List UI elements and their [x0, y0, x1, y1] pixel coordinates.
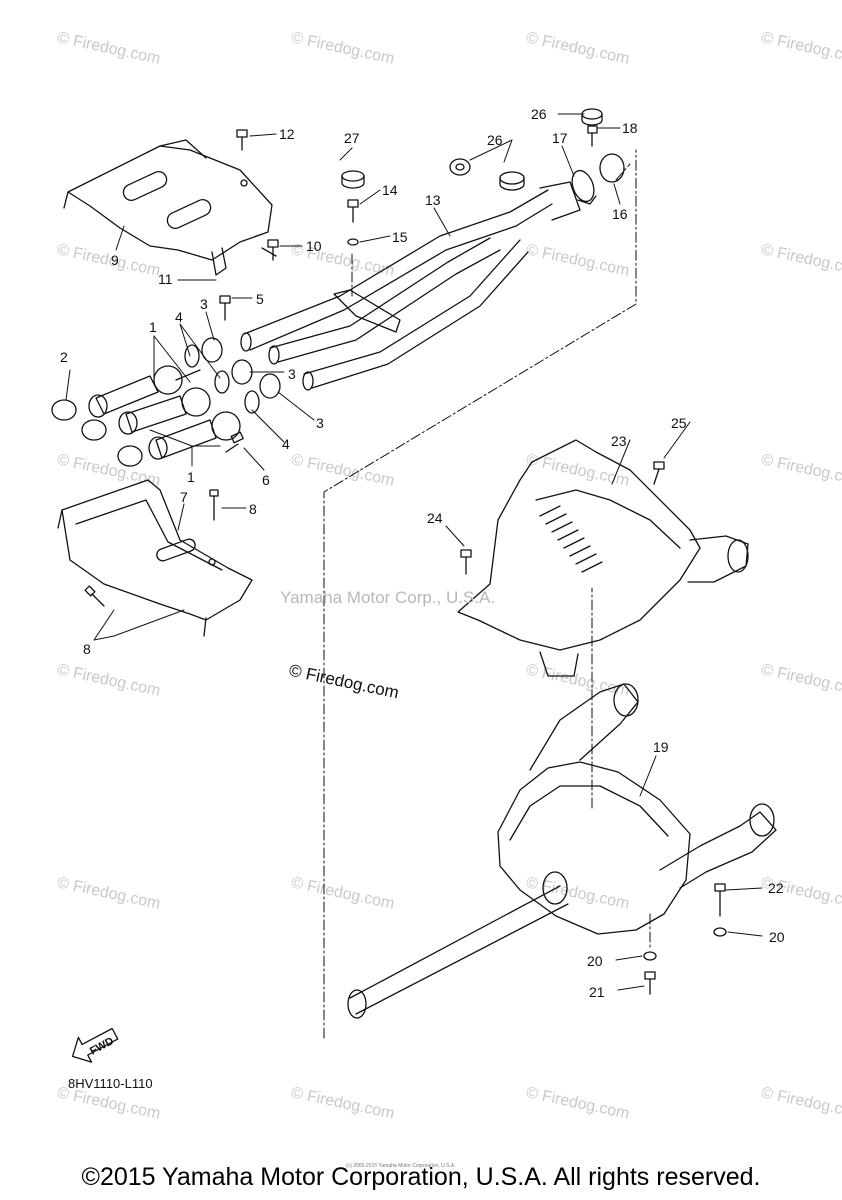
cap-26-top — [581, 108, 603, 126]
muffler-cover-23 — [457, 439, 749, 677]
heat-protector-7 — [57, 479, 253, 637]
bolt-6 — [225, 431, 244, 453]
callout-label: 22 — [768, 880, 784, 896]
cap-26 — [499, 171, 525, 191]
seals-4 — [184, 344, 260, 414]
washer-20b — [643, 951, 657, 961]
grommet-26 — [449, 158, 471, 176]
callout-label: 20 — [587, 953, 603, 969]
callout-label: 25 — [671, 415, 687, 431]
callout-label: 21 — [589, 984, 605, 1000]
callout-label: 13 — [425, 192, 441, 208]
bolt-24 — [460, 549, 472, 575]
callout-label: 15 — [392, 229, 408, 245]
callout-label: 23 — [611, 433, 627, 449]
callout-label: 1 — [149, 319, 157, 335]
bolt-12 — [236, 129, 248, 151]
callout-label: 26 — [531, 106, 547, 122]
clamps-3 — [201, 337, 281, 399]
callout-label: 3 — [288, 366, 296, 382]
exhaust-joint-1a — [88, 365, 201, 418]
muffler-19 — [347, 683, 777, 1019]
callout-label: 1 — [187, 469, 195, 485]
bolt-25 — [653, 461, 665, 485]
diagram-code: 8HV1110-L110 — [68, 1076, 153, 1091]
callout-label: 26 — [487, 132, 503, 148]
callout-label: 6 — [262, 472, 270, 488]
gasket-2 — [51, 399, 143, 467]
callout-label: 4 — [175, 309, 183, 325]
callout-label: 11 — [158, 271, 173, 287]
screw-8 — [209, 489, 219, 521]
callout-label: 14 — [382, 182, 398, 198]
callout-label: 19 — [653, 739, 669, 755]
bolt-10 — [267, 239, 279, 261]
callout-label: 9 — [111, 252, 119, 268]
callout-label: 10 — [306, 238, 322, 254]
gasket-16 — [599, 153, 625, 183]
bolt-22 — [714, 883, 726, 917]
bolt-14 — [347, 199, 359, 223]
callout-label: 5 — [256, 291, 264, 307]
bolt-18 — [587, 125, 598, 147]
washer-15 — [347, 238, 359, 246]
washer-20a — [713, 927, 727, 937]
callout-label: 20 — [769, 929, 785, 945]
tiny-copyright: (c) 2005-2015 Yamaha Motor Corporation, … — [346, 1163, 456, 1169]
leader-lines — [65, 113, 763, 991]
callout-label: 12 — [279, 126, 295, 142]
callout-label: 18 — [622, 120, 638, 136]
callout-label: 8 — [83, 641, 91, 657]
callout-label: 4 — [282, 436, 290, 452]
fwd-arrow — [71, 1027, 119, 1063]
exhaust-joint-1b — [118, 387, 211, 435]
bolt-5 — [219, 295, 231, 321]
callout-label: 3 — [200, 296, 208, 312]
callout-label: 7 — [180, 489, 188, 505]
bolt-21 — [644, 971, 656, 995]
heat-protector-9 — [63, 139, 277, 276]
callout-label: 2 — [60, 349, 68, 365]
exhaust-pipe-13 — [240, 181, 581, 391]
footer-copyright: ©2015 Yamaha Motor Corporation, U.S.A. A… — [81, 1163, 761, 1191]
callout-label: 24 — [427, 510, 443, 526]
callout-label: 17 — [552, 130, 568, 146]
callout-label: 27 — [344, 130, 360, 146]
callout-label: 8 — [249, 501, 257, 517]
callout-label: 16 — [612, 206, 628, 222]
clamp-17 — [571, 169, 597, 205]
alignment-lines — [323, 149, 651, 1039]
center-watermark: Yamaha Motor Corp., U.S.A. — [280, 588, 496, 607]
cap-27 — [341, 170, 365, 189]
screw-8b — [84, 585, 105, 607]
exhaust-joint-1c — [148, 411, 241, 460]
callout-label: 3 — [316, 415, 324, 431]
